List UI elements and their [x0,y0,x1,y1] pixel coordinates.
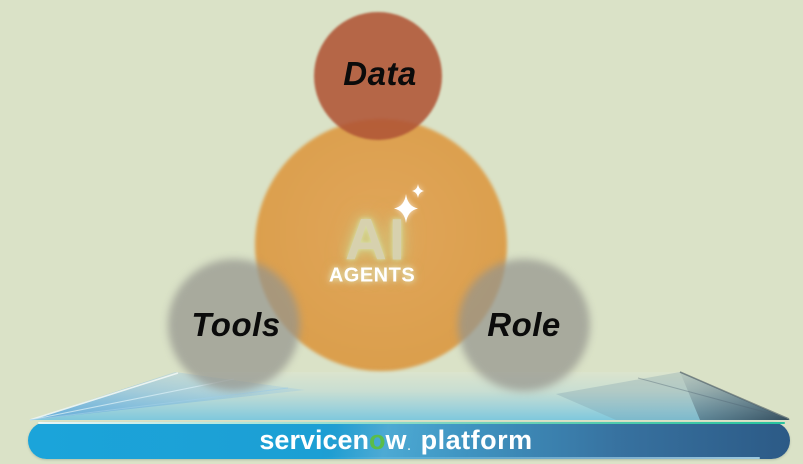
servicenow-logo-o: o [369,425,386,455]
banner-top-highlight [38,422,785,424]
product-name: platform [420,425,533,455]
agents-subtitle: AGENTS [328,264,416,287]
tools-label: Tools [191,306,281,343]
role-circle [458,259,590,391]
servicenow-wordmark-prefix: servicen [259,425,369,455]
banner-bottom-highlight [317,457,760,459]
servicenow-wordmark-suffix: w [385,425,407,455]
tools-circle [168,259,300,391]
data-circle [314,12,442,140]
role-label: Role [487,306,561,343]
ai-title: AI [345,207,407,273]
registered-mark: . [407,441,411,453]
data-label: Data [343,55,417,92]
sparkles-icon [394,184,424,223]
